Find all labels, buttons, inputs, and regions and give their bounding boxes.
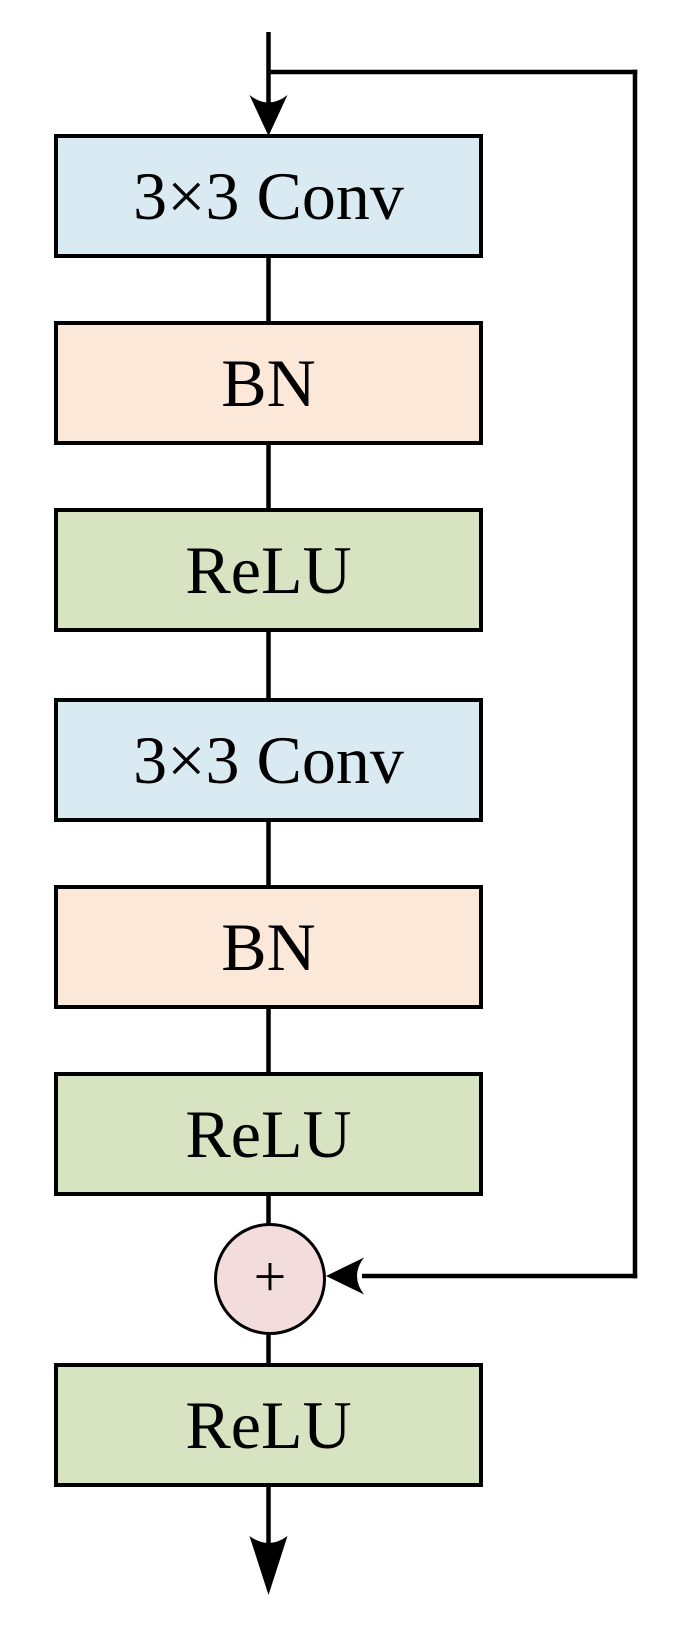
node-relu1: ReLU — [54, 508, 483, 632]
node-relu3: ReLU — [54, 1363, 483, 1487]
node-relu2-label: ReLU — [185, 1096, 352, 1172]
node-relu3-label: ReLU — [185, 1387, 352, 1463]
node-conv1-label: 3×3 Conv — [133, 158, 404, 234]
node-bn2: BN — [54, 885, 483, 1009]
node-relu1-label: ReLU — [185, 532, 352, 608]
sum-node: + — [214, 1223, 326, 1335]
input-arrowhead-icon — [249, 95, 288, 136]
node-conv1: 3×3 Conv — [54, 134, 483, 258]
plus-operator-icon: + — [253, 1244, 287, 1309]
node-bn2-label: BN — [221, 909, 316, 985]
node-relu2: ReLU — [54, 1072, 483, 1196]
output-arrowhead-icon — [249, 1536, 288, 1595]
node-conv2: 3×3 Conv — [54, 698, 483, 822]
skip-arrowhead-icon — [326, 1257, 364, 1295]
node-conv2-label: 3×3 Conv — [133, 722, 404, 798]
node-bn1: BN — [54, 321, 483, 445]
node-bn1-label: BN — [221, 345, 316, 421]
